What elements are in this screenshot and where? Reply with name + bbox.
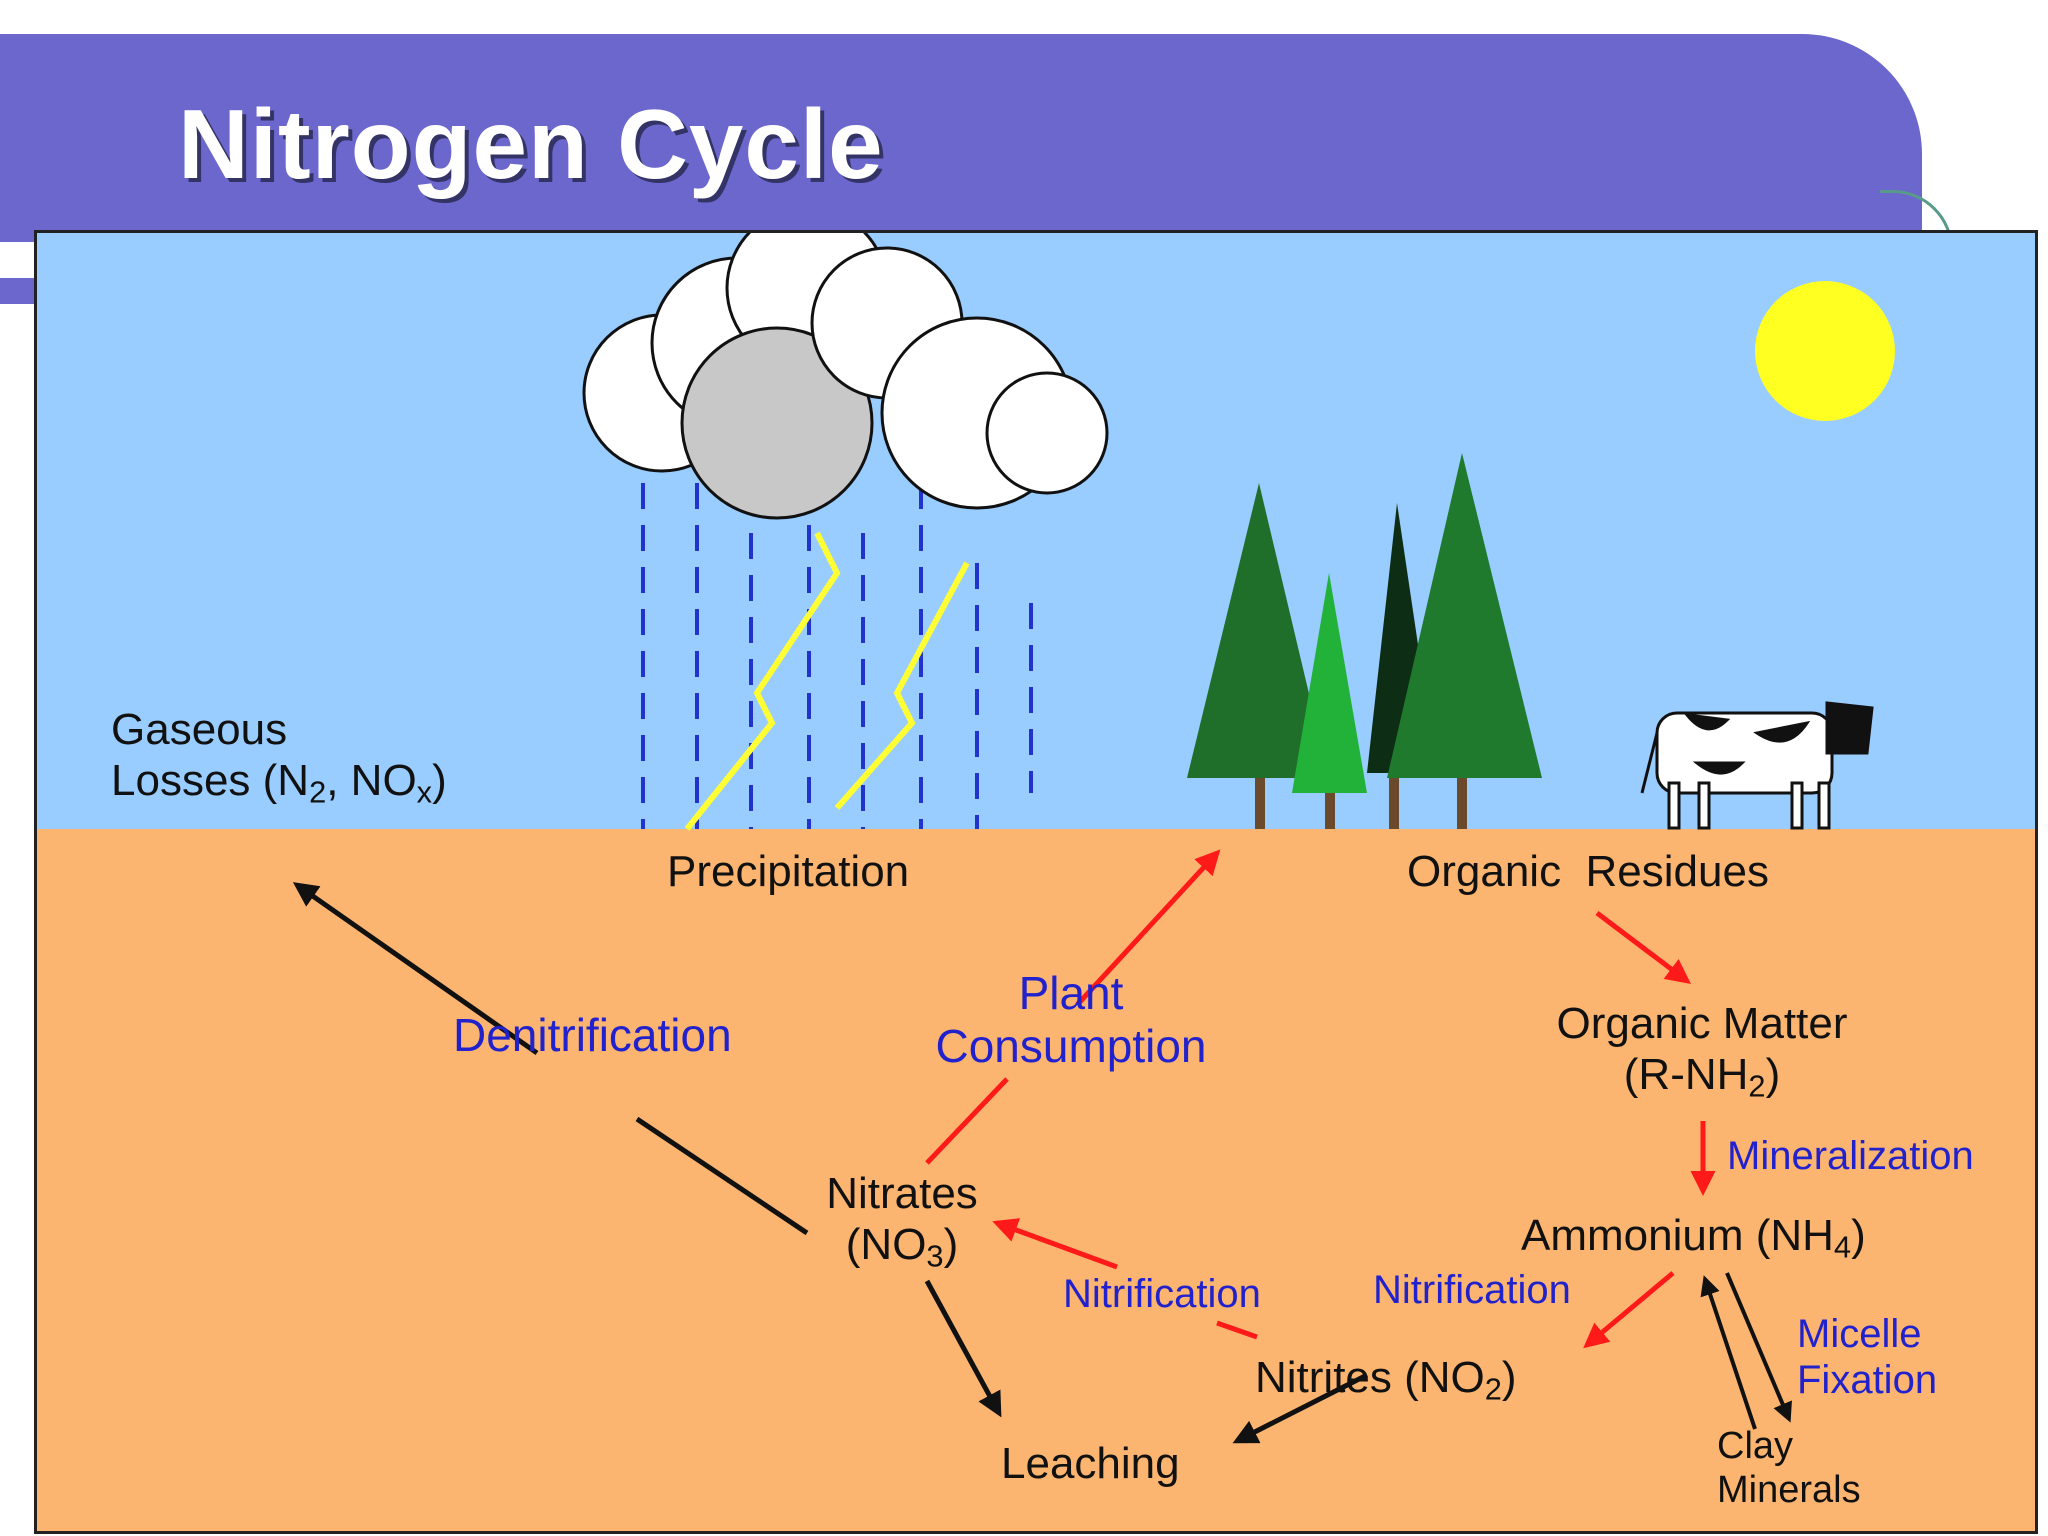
gaseous-losses-label: Gaseous Losses (N2, NOx) [111,705,447,810]
nitrogen-cycle-diagram: Gaseous Losses (N2, NOx) Precipitation O… [34,230,2038,1534]
nitrates-label: Nitrates (NO3) [826,1169,978,1274]
sun-icon [1755,281,1895,421]
plant-consumption-label: Plant Consumption [935,967,1207,1072]
nitrites-label: Nitrites (NO2) [1255,1353,1517,1407]
nitrification-left-label: Nitrification [1063,1272,1261,1316]
arrow-clay-ammonium [1700,1275,1757,1430]
precipitation-label: Precipitation [667,847,910,896]
organic-residues-label: Organic Residues [1407,847,1769,896]
clay-minerals-label: Clay Minerals [1717,1425,1861,1511]
arrow-residues-matter [1595,911,1691,985]
arrow-ammonium-clay [1725,1272,1792,1423]
lightning-icon [684,531,970,831]
cloud-icon [582,233,1109,520]
denitrification-label: Denitrification [453,1009,732,1061]
organic-matter-label: Organic Matter (R-NH2) [1556,999,1848,1104]
arrow-ammonium-nitrites [1583,1271,1675,1349]
ammonium-label: Ammonium (NH4) [1521,1211,1866,1265]
page-title: Nitrogen Cycle [178,89,884,199]
banner-line [0,278,40,304]
tree-icon [1187,453,1542,829]
rain-icon [641,483,1033,829]
arrow-plant-consumption [925,853,1217,1165]
nitrification-right-label: Nitrification [1373,1268,1571,1312]
mineralization-label: Mineralization [1727,1134,1974,1178]
cow-icon [1640,701,1874,830]
micelle-fixation-label: Micelle Fixation [1797,1312,1938,1402]
diagram-canvas [37,233,2035,1531]
arrow-denitrification [297,885,809,1236]
title-banner [0,34,1922,242]
arrow-nitrates-leaching [924,1279,1002,1418]
leaching-label: Leaching [1001,1439,1180,1488]
arrow-nitrites-nitrates [997,1223,1258,1340]
arrow-nitrites-leaching [1232,1372,1369,1444]
